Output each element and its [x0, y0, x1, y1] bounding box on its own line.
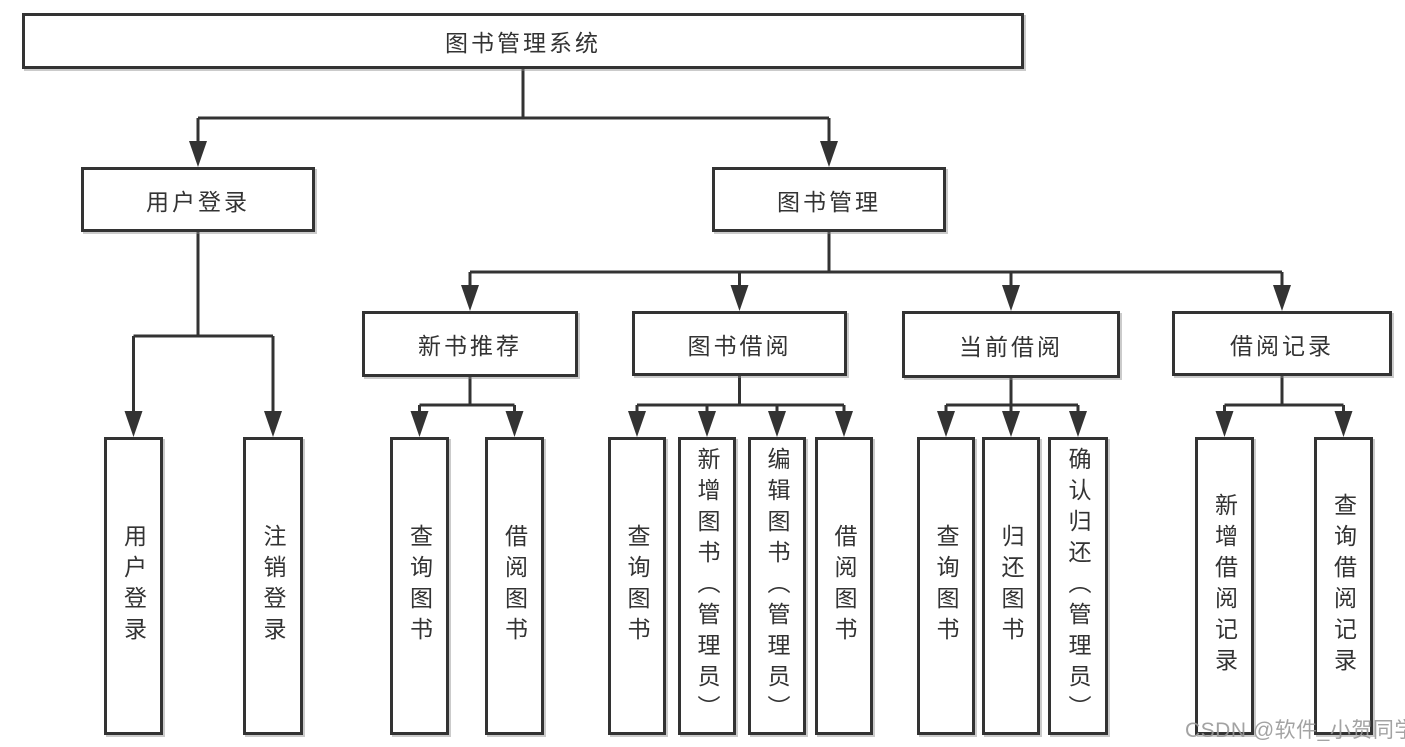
- leaf-edit-book-label: 编辑图书（管理员）: [764, 446, 790, 726]
- leaf-confirm-return-label: 确认归还（管理员）: [1065, 446, 1091, 726]
- leaf-borrow-book-b-label: 借阅图书: [831, 524, 857, 648]
- node-borrow-record-label: 借阅记录: [1230, 332, 1334, 359]
- node-book-mgmt-label: 图书管理: [777, 188, 881, 215]
- node-new-book-rec: 新书推荐: [362, 311, 578, 377]
- node-current-borrow-label: 当前借阅: [959, 333, 1063, 360]
- connector-new-book-rec-to-leaves: [410, 377, 524, 437]
- connector-book-borrow-to-leaves: [628, 376, 853, 437]
- leaf-borrow-book-b: 借阅图书: [815, 437, 873, 735]
- connector-borrow-record-to-leaves: [1215, 376, 1353, 437]
- leaf-borrow-book-a-label: 借阅图书: [501, 524, 528, 648]
- watermark: CSDN @软件_小贺同学: [1185, 714, 1405, 744]
- leaf-query-book-a: 查询图书: [390, 437, 449, 735]
- connector-book-mgmt-to-level3: [461, 232, 1291, 311]
- leaf-query-book-b-label: 查询图书: [624, 524, 650, 648]
- leaf-query-book-c-label: 查询图书: [933, 524, 959, 648]
- leaf-add-book-label: 新增图书（管理员）: [694, 446, 720, 726]
- leaf-add-record-label: 新增借阅记录: [1211, 493, 1238, 679]
- leaf-add-book: 新增图书（管理员）: [678, 437, 736, 735]
- leaf-query-book-c: 查询图书: [917, 437, 975, 735]
- connector-user-login-to-leaves: [124, 232, 282, 437]
- watermark-text: CSDN @软件_小贺同学: [1185, 719, 1405, 742]
- leaf-edit-book: 编辑图书（管理员）: [748, 437, 806, 735]
- node-book-borrow: 图书借阅: [632, 311, 847, 376]
- leaf-add-record: 新增借阅记录: [1195, 437, 1254, 735]
- leaf-query-record-label: 查询借阅记录: [1330, 493, 1357, 679]
- node-new-book-rec-label: 新书推荐: [418, 333, 522, 359]
- connector-root-to-level2: [189, 69, 838, 167]
- node-user-login: 用户登录: [81, 167, 315, 232]
- node-root-label: 图书管理系统: [445, 30, 601, 56]
- leaf-user-login-label: 用户登录: [120, 524, 147, 648]
- node-book-mgmt: 图书管理: [712, 167, 946, 232]
- leaf-return-book: 归还图书: [982, 437, 1040, 735]
- leaf-borrow-book-a: 借阅图书: [485, 437, 544, 735]
- leaf-query-record: 查询借阅记录: [1314, 437, 1373, 735]
- leaf-query-book-b: 查询图书: [608, 437, 666, 735]
- leaf-return-book-label: 归还图书: [998, 524, 1024, 648]
- node-current-borrow: 当前借阅: [902, 311, 1120, 378]
- leaf-confirm-return: 确认归还（管理员）: [1048, 437, 1108, 735]
- leaf-user-login: 用户登录: [104, 437, 163, 735]
- node-root: 图书管理系统: [22, 13, 1024, 69]
- leaf-query-book-a-label: 查询图书: [406, 524, 433, 648]
- connector-current-borrow-to-leaves: [937, 378, 1087, 437]
- leaf-logout-label: 注销登录: [260, 524, 286, 648]
- node-borrow-record: 借阅记录: [1172, 311, 1392, 376]
- node-book-borrow-label: 图书借阅: [687, 332, 792, 359]
- leaf-logout: 注销登录: [243, 437, 303, 735]
- node-user-login-label: 用户登录: [146, 188, 250, 215]
